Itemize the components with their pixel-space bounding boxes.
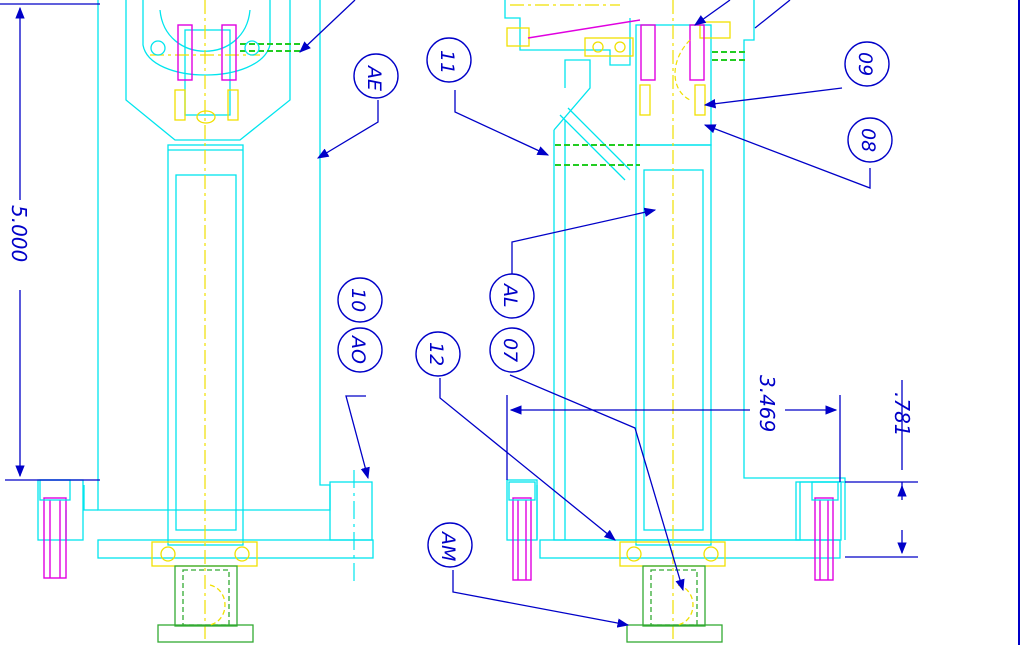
dimension-overall-height-label: 5.000 xyxy=(7,205,31,262)
balloon-07: 07 xyxy=(489,327,535,373)
balloon-12: 12 xyxy=(415,331,461,377)
left-collar xyxy=(184,29,231,116)
left-bolt-heads xyxy=(39,40,260,501)
right-bolt-heads xyxy=(508,481,839,501)
balloon-ao: AO xyxy=(337,327,383,373)
right-bore-arc xyxy=(674,39,691,101)
left-shaft-inner xyxy=(175,174,237,531)
right-top-bracket xyxy=(504,0,631,66)
svg-text:08: 08 xyxy=(857,128,879,152)
svg-text:AL: AL xyxy=(499,282,521,308)
dimension-base-offset-label: .781 xyxy=(890,392,914,437)
right-left-flange xyxy=(506,479,538,541)
dimension-base-offset xyxy=(845,380,918,558)
svg-text:AO: AO xyxy=(347,334,369,364)
balloon-10: 10 xyxy=(337,277,383,323)
left-pad xyxy=(329,481,373,541)
left-upper-ring xyxy=(142,0,271,76)
left-hidden-lines xyxy=(240,43,300,52)
left-base-step xyxy=(65,485,98,540)
left-fittings xyxy=(151,89,258,567)
balloon-am: AM xyxy=(427,522,473,568)
svg-text:AM: AM xyxy=(437,530,459,561)
left-housing-outline xyxy=(97,0,331,511)
balloon-08: 08 xyxy=(847,117,893,163)
right-hidden-lines xyxy=(555,51,745,166)
balloon-al: AL xyxy=(489,273,535,319)
right-body-outline xyxy=(553,0,846,541)
dimension-span xyxy=(506,395,841,482)
dimension-span-label: 3.469 xyxy=(755,375,779,432)
left-upper-block xyxy=(125,0,291,141)
balloon-ae: AE xyxy=(353,53,399,99)
left-fasteners xyxy=(43,24,237,579)
leader-lines xyxy=(299,0,871,628)
right-centerlines xyxy=(510,0,674,640)
right-base-block xyxy=(626,565,723,643)
svg-text:11: 11 xyxy=(436,50,458,74)
svg-text:AE: AE xyxy=(363,64,385,91)
right-base-step xyxy=(536,482,846,540)
balloon-09: 09 xyxy=(844,41,890,87)
svg-text:12: 12 xyxy=(425,342,447,366)
left-base-block xyxy=(157,565,254,643)
right-base-plate xyxy=(539,539,841,559)
left-centerlines xyxy=(150,0,260,640)
right-fittings xyxy=(506,21,731,567)
svg-text:09: 09 xyxy=(854,52,876,76)
right-right-flange xyxy=(795,481,842,541)
dimension-overall-height xyxy=(0,3,100,481)
balloon-11: 11 xyxy=(426,37,472,83)
right-view xyxy=(504,0,846,559)
svg-text:10: 10 xyxy=(347,288,369,312)
svg-text:07: 07 xyxy=(499,338,521,362)
right-fasteners xyxy=(512,19,834,581)
right-gusset xyxy=(559,107,631,181)
